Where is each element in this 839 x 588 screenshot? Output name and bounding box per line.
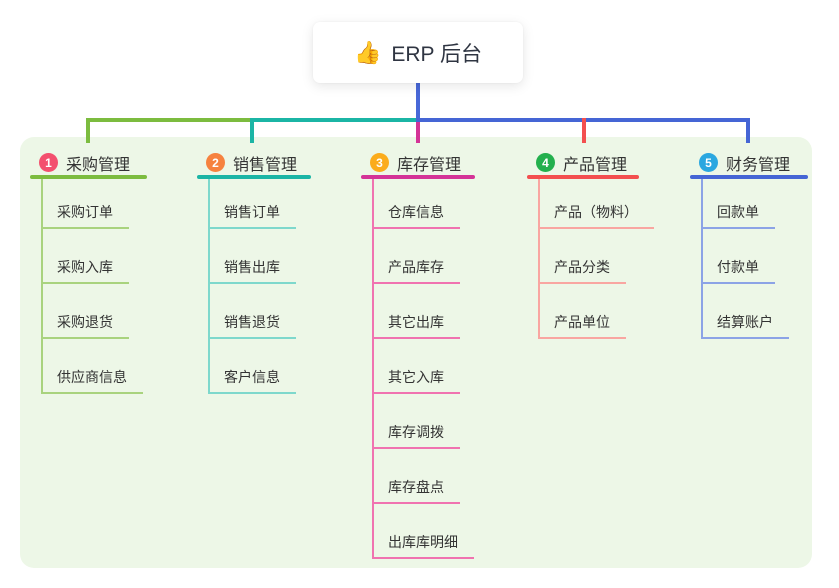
branch-title-inventory[interactable]: 3 库存管理 <box>361 150 475 175</box>
child-item[interactable]: 采购入库 <box>41 229 129 284</box>
child-item[interactable]: 仓库信息 <box>372 179 460 229</box>
root-stem-connector <box>416 83 420 122</box>
root-node-label: ERP 后台 <box>391 42 483 66</box>
branch-sales: 2 销售管理 销售订单销售出库销售退货客户信息 <box>197 150 311 394</box>
child-item[interactable]: 结算账户 <box>701 284 789 339</box>
badge-1: 1 <box>39 153 58 172</box>
branch-underline <box>527 175 639 179</box>
child-item[interactable]: 库存调拨 <box>372 394 460 449</box>
child-item[interactable]: 采购退货 <box>41 284 129 339</box>
branch-label: 产品管理 <box>563 156 628 174</box>
branch-label: 财务管理 <box>726 156 791 174</box>
bus-connector-sales <box>252 118 420 122</box>
branch-title-finance[interactable]: 5 财务管理 <box>690 150 808 175</box>
branch-inventory: 3 库存管理 仓库信息产品库存其它出库其它入库库存调拨库存盘点出库库明细 <box>361 150 475 559</box>
badge-4: 4 <box>536 153 555 172</box>
branch-title-purchase[interactable]: 1 采购管理 <box>30 150 147 175</box>
branch-children: 产品（物料）产品分类产品单位 <box>538 179 654 339</box>
child-item[interactable]: 产品分类 <box>538 229 626 284</box>
branch-label: 库存管理 <box>397 156 462 174</box>
branch-underline <box>197 175 311 179</box>
branch-underline <box>690 175 808 179</box>
badge-2: 2 <box>206 153 225 172</box>
branch-title-sales[interactable]: 2 销售管理 <box>197 150 311 175</box>
child-item[interactable]: 销售订单 <box>208 179 296 229</box>
branch-underline <box>361 175 475 179</box>
drop-connector-inventory <box>416 122 420 143</box>
drop-connector-purchase <box>86 118 90 143</box>
branch-label: 采购管理 <box>66 156 131 174</box>
drop-connector-product <box>582 118 586 143</box>
child-item[interactable]: 付款单 <box>701 229 775 284</box>
child-item[interactable]: 产品（物料） <box>538 179 654 229</box>
child-item[interactable]: 其它出库 <box>372 284 460 339</box>
mindmap-background-panel <box>20 137 812 568</box>
child-item[interactable]: 库存盘点 <box>372 449 460 504</box>
branch-children: 仓库信息产品库存其它出库其它入库库存调拨库存盘点出库库明细 <box>372 179 474 559</box>
child-item[interactable]: 产品单位 <box>538 284 626 339</box>
branch-spine <box>208 179 210 394</box>
child-item[interactable]: 产品库存 <box>372 229 460 284</box>
branch-children: 采购订单采购入库采购退货供应商信息 <box>41 179 143 394</box>
branch-title-product[interactable]: 4 产品管理 <box>527 150 639 175</box>
child-item[interactable]: 回款单 <box>701 179 775 229</box>
bus-connector-purchase <box>86 118 254 122</box>
child-item[interactable]: 采购订单 <box>41 179 129 229</box>
branch-purchase: 1 采购管理 采购订单采购入库采购退货供应商信息 <box>30 150 147 394</box>
child-item[interactable]: 客户信息 <box>208 339 296 394</box>
branch-children: 回款单付款单结算账户 <box>701 179 789 339</box>
child-item[interactable]: 销售退货 <box>208 284 296 339</box>
thumbs-up-icon: 👍 <box>353 39 382 65</box>
branch-finance: 5 财务管理 回款单付款单结算账户 <box>690 150 808 339</box>
drop-connector-finance <box>746 118 750 143</box>
badge-5: 5 <box>699 153 718 172</box>
root-node-erp-backend[interactable]: 👍 ERP 后台 <box>313 22 523 83</box>
branch-spine <box>372 179 374 559</box>
child-item[interactable]: 供应商信息 <box>41 339 143 394</box>
branch-children: 销售订单销售出库销售退货客户信息 <box>208 179 296 394</box>
branch-spine <box>41 179 43 394</box>
child-item[interactable]: 销售出库 <box>208 229 296 284</box>
child-item[interactable]: 出库库明细 <box>372 504 474 559</box>
branch-label: 销售管理 <box>233 156 298 174</box>
branch-spine <box>701 179 703 339</box>
branch-spine <box>538 179 540 339</box>
branch-product: 4 产品管理 产品（物料）产品分类产品单位 <box>527 150 654 339</box>
branch-underline <box>30 175 147 179</box>
drop-connector-sales <box>250 118 254 143</box>
child-item[interactable]: 其它入库 <box>372 339 460 394</box>
badge-3: 3 <box>370 153 389 172</box>
